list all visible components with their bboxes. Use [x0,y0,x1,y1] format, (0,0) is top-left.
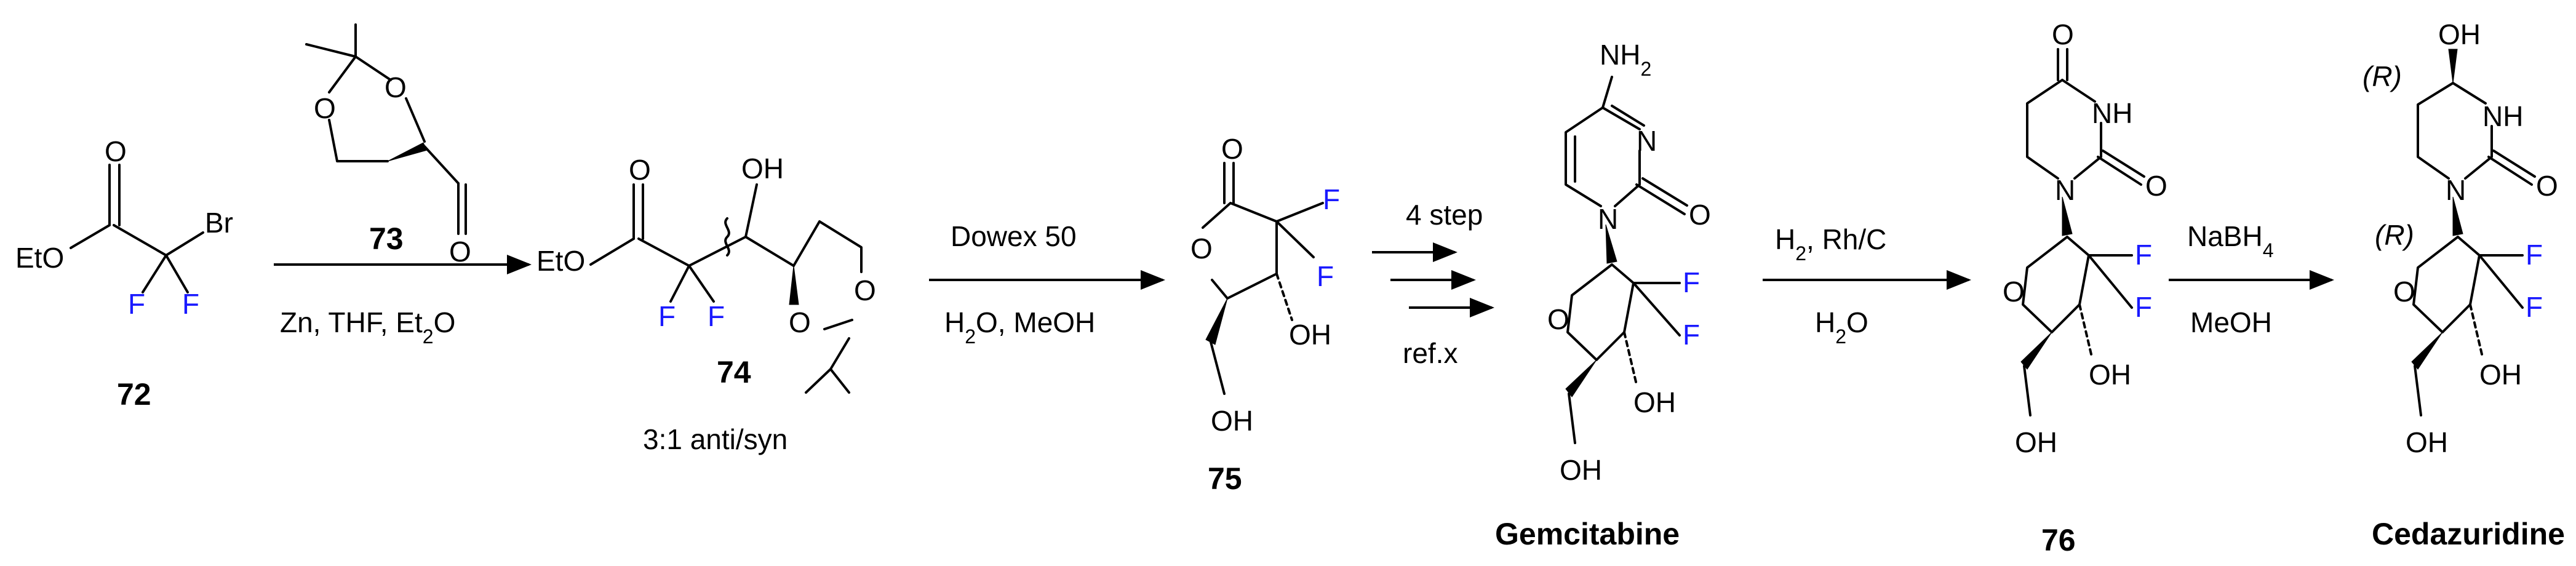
step5-reagent-below: MeOH [2190,306,2272,338]
ring-nitrogen: N [1598,203,1618,235]
compound-label-gemcitabine: Gemcitabine [1495,517,1680,551]
hydroxyl-group: OH [2406,426,2448,458]
hydroxyl-group: OH [2015,426,2057,458]
compound-label-72: 72 [117,377,151,412]
carbonyl-oxygen: O [2536,170,2558,202]
carbonyl-oxygen: O [2145,170,2167,202]
imide-nh: NH [2092,97,2132,129]
ester-group-label: EtO [536,245,585,277]
fluorine-atom: F [182,288,199,320]
fluorine-atom: F [128,288,145,320]
fluorine-atom: F [658,300,676,332]
hydroxyl-group: OH [2438,18,2481,50]
step4-reagent-above: H2, Rh/C [1775,223,1886,265]
compound-label-73: 73 [369,221,404,256]
carbonyl-oxygen: O [629,154,651,186]
fluorine-atom: F [1683,266,1700,298]
ring-oxygen: O [789,306,811,338]
compound-label-74: 74 [717,355,751,389]
compound-label-75: 75 [1208,461,1242,496]
hydroxyl-group: OH [1633,386,1676,418]
ring-nitrogen: N [1637,125,1657,157]
hydroxyl-group: OH [2479,359,2522,391]
ring-oxygen: O [1190,233,1213,265]
diastereomer-ratio: 3:1 anti/syn [643,423,788,455]
compound-label-cedazuridine: Cedazuridine [2372,517,2565,551]
compound-72: EtO O Br F F 72 [15,135,233,412]
compound-label-76: 76 [2041,523,2076,557]
fluorine-atom: F [1683,319,1700,351]
stereo-descriptor: (R) [2375,219,2414,251]
ring-oxygen: O [385,71,407,103]
fluorine-atom: F [2526,291,2543,323]
reaction-arrow-5: NaBH4 MeOH [2169,220,2334,338]
compound-73: O O O 73 [305,23,471,268]
hydroxyl-group: OH [1560,454,1602,486]
compound-gemcitabine: NH2 N N O O F F OH OH Gemcitabine [1495,39,1711,551]
reaction-arrow-2: Dowex 50 H2O, MeOH [929,220,1165,348]
compound-75: O O F F OH OH 75 [1190,133,1340,496]
stereo-descriptor: (R) [2363,60,2402,92]
amide-nh: NH [2482,100,2523,132]
carbonyl-oxygen: O [1689,199,1711,231]
ring-oxygen: O [314,92,336,124]
carbonyl-oxygen: O [2052,18,2074,50]
fluorine-atom: F [2135,239,2152,271]
ring-oxygen: O [2003,276,2025,308]
reaction-arrow-3: 4 step ref.x [1372,199,1494,369]
aldehyde-oxygen: O [449,236,471,268]
step4-reagent-below: H2O [1815,306,1868,348]
compound-76: O NH N O O F F OH OH 76 [2003,18,2167,557]
ring-oxygen: O [2393,276,2415,308]
compound-cedazuridine: OH (R) NH N O (R) O F F OH OH Cedazuridi… [2363,18,2565,551]
bromine-atom: Br [205,207,233,239]
step1-reagents: Zn, THF, Et2O [280,306,455,348]
fluorine-atom: F [708,300,725,332]
ring-oxygen: O [1547,303,1569,335]
amino-group: NH2 [1600,39,1651,80]
fluorine-atom: F [2135,291,2152,323]
ester-group-label: EtO [15,242,64,274]
ring-nitrogen: N [2446,174,2466,206]
reaction-arrow-4: H2, Rh/C H2O [1763,223,1971,348]
reaction-arrow-1: Zn, THF, Et2O [274,255,532,348]
fluorine-atom: F [1323,183,1340,215]
hydroxyl-group: OH [1289,319,1331,351]
ring-oxygen: O [854,274,876,306]
step3-reference: ref.x [1403,337,1457,369]
fluorine-atom: F [2526,239,2543,271]
fluorine-atom: F [1317,260,1334,292]
hydroxyl-group: OH [2089,359,2131,391]
carbonyl-oxygen: O [1221,133,1243,165]
compound-74: EtO O OH F F O O 74 3:1 anti/syn [536,153,876,455]
carbonyl-oxygen: O [105,135,127,167]
step5-reagent-above: NaBH4 [2187,220,2274,261]
hydroxyl-group: OH [1211,405,1253,437]
step2-reagent-below: H2O, MeOH [944,306,1095,348]
hydroxyl-group: OH [741,153,784,185]
step3-reagent-above: 4 step [1406,199,1483,231]
ring-nitrogen: N [2055,174,2075,206]
step2-reagent-above: Dowex 50 [951,220,1077,252]
